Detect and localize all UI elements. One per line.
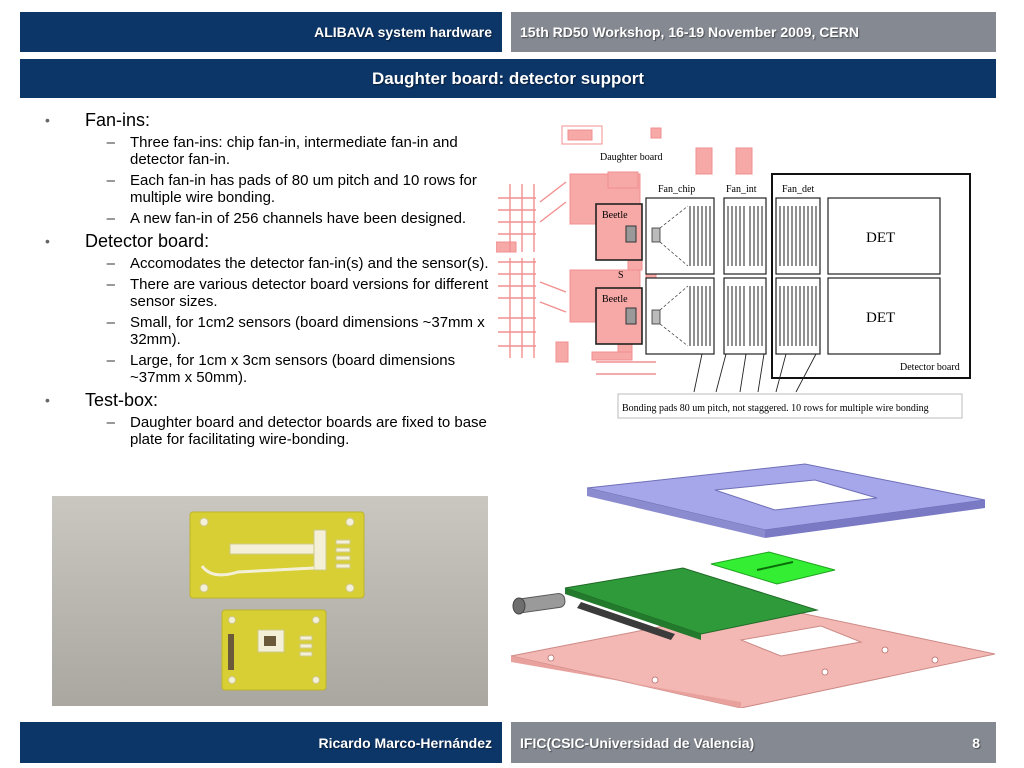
bullet-list: • Fan-ins: –Three fan-ins: chip fan-in, …	[42, 108, 497, 452]
fan-det-label: Fan_det	[782, 184, 814, 195]
det-sensor-upper	[827, 197, 941, 275]
top-frame-window	[714, 479, 878, 511]
dash-marker: –	[106, 134, 115, 151]
footer-institution-text: IFIC(CSIC-Universidad de Valencia)	[520, 734, 755, 751]
slide-title: Daughter board: detector support	[371, 68, 644, 88]
header-left-text: ALIBAVA system hardware	[314, 24, 492, 40]
footer-author: Ricardo Marco-Hernández	[20, 722, 502, 763]
bullet-fanins: • Fan-ins:	[42, 110, 497, 131]
pad-rows	[498, 181, 656, 375]
edge-connector-3d	[577, 602, 675, 640]
chip-die-upper	[625, 225, 637, 243]
sub-bullet: –A new fan-in of 256 channels have been …	[42, 210, 497, 227]
det-sensor-lower	[827, 277, 941, 355]
det-label-lower: DET	[866, 310, 895, 326]
sub-bullet: –Accomodates the detector fan-in(s) and …	[42, 255, 497, 272]
lower-pcb-chip	[264, 636, 276, 646]
schematic-svg: Beetle Beetle S Fan_chip Fan_int	[496, 125, 971, 419]
sub-bullet: –There are various detector board versio…	[42, 276, 497, 310]
sub-bullet-text: Each fan-in has pads of 80 um pitch and …	[130, 172, 477, 206]
chip-die-lower	[625, 307, 637, 325]
fan-int-label: Fan_int	[726, 184, 757, 195]
sub-bullet: –Small, for 1cm2 sensors (board dimensio…	[42, 314, 497, 348]
footer-institution: IFIC(CSIC-Universidad de Valencia) 8	[511, 722, 996, 763]
bullet-marker: •	[45, 392, 50, 408]
bullet-marker: •	[45, 112, 50, 128]
sub-bullet-text: Daughter board and detector boards are f…	[130, 414, 487, 448]
exploded-3d-render	[505, 458, 995, 708]
sub-bullet-text: A new fan-in of 256 channels have been d…	[130, 210, 467, 227]
bullet-marker: •	[45, 233, 50, 249]
upper-pcb-arc	[200, 565, 315, 577]
base-plate-window	[739, 625, 863, 657]
page-number: 8	[972, 734, 980, 751]
sub-bullet: –Each fan-in has pads of 80 um pitch and…	[42, 172, 497, 206]
base-plate-holes	[547, 646, 939, 684]
beetle-label-lower: Beetle	[602, 294, 628, 305]
bullet-testbox-label: Test-box:	[85, 390, 159, 410]
boards-photo	[52, 496, 488, 706]
header-event-title: ALIBAVA system hardware	[20, 12, 502, 52]
sub-bullet-text: There are various detector board version…	[130, 276, 489, 310]
bullet-detector-board: • Detector board:	[42, 231, 497, 252]
daughter-board-schematic: Beetle Beetle S Fan_chip Fan_int	[496, 122, 980, 440]
sub-bullet-text: Accomodates the detector fan-in(s) and t…	[130, 255, 489, 272]
daughter-board-3d-edge	[565, 588, 701, 640]
sub-bullet-text: Large, for 1cm x 3cm sensors (board dime…	[130, 352, 456, 386]
sub-bullet: –Three fan-ins: chip fan-in, intermediat…	[42, 134, 497, 168]
fan-dashed-lines	[659, 205, 689, 347]
dash-marker: –	[106, 276, 115, 293]
fan-chip-pads	[651, 227, 661, 325]
dash-marker: –	[106, 414, 115, 431]
upper-pcb	[189, 511, 365, 599]
detector-board-label: Detector board	[900, 362, 960, 373]
slide-title-bar: Daughter board: detector support	[20, 59, 996, 98]
dash-marker: –	[106, 172, 115, 189]
beetle-label-upper: Beetle	[602, 210, 628, 221]
fan-in-boxes	[645, 197, 821, 355]
dash-marker: –	[106, 210, 115, 227]
detector-board-3d-strip	[756, 561, 794, 571]
sub-bullet-text: Three fan-ins: chip fan-in, intermediate…	[130, 134, 458, 168]
lower-pcb-traces	[228, 616, 320, 684]
schematic-caption: Bonding pads 80 um pitch, not staggered.…	[622, 403, 929, 414]
detector-board-3d	[710, 551, 836, 585]
sub-bullet: –Large, for 1cm x 3cm sensors (board dim…	[42, 352, 497, 386]
caption-box	[617, 393, 963, 419]
s-label: S	[618, 270, 624, 281]
detector-board-outline	[771, 173, 971, 379]
bullet-fanins-label: Fan-ins:	[85, 110, 151, 130]
dash-marker: –	[106, 352, 115, 369]
bullet-test-box: • Test-box:	[42, 390, 497, 411]
bullet-detector-label: Detector board:	[85, 231, 210, 251]
footer-author-text: Ricardo Marco-Hernández	[318, 734, 492, 751]
dash-marker: –	[106, 314, 115, 331]
upper-pcb-traces	[199, 517, 355, 593]
top-frame-edge-left	[587, 488, 765, 538]
top-frame-edge-right	[765, 500, 985, 538]
base-plate-edge	[511, 656, 741, 708]
bond-pad-lines	[689, 206, 817, 346]
det-label-upper: DET	[866, 230, 895, 246]
sub-bullet-text: Small, for 1cm2 sensors (board dimension…	[130, 314, 485, 348]
header-right-text: 15th RD50 Workshop, 16-19 November 2009,…	[520, 24, 859, 40]
fan-chip-label: Fan_chip	[658, 184, 695, 195]
photo-svg	[52, 496, 488, 706]
header-workshop: 15th RD50 Workshop, 16-19 November 2009,…	[511, 12, 996, 52]
caption-arrows	[693, 353, 817, 393]
lower-pcb-connector	[228, 634, 234, 670]
dash-marker: –	[106, 255, 115, 272]
daughter-board-label: Daughter board	[600, 152, 662, 163]
sub-bullet: –Daughter board and detector boards are …	[42, 414, 497, 448]
lemo-connector-end	[512, 597, 526, 615]
render-svg	[510, 463, 995, 708]
